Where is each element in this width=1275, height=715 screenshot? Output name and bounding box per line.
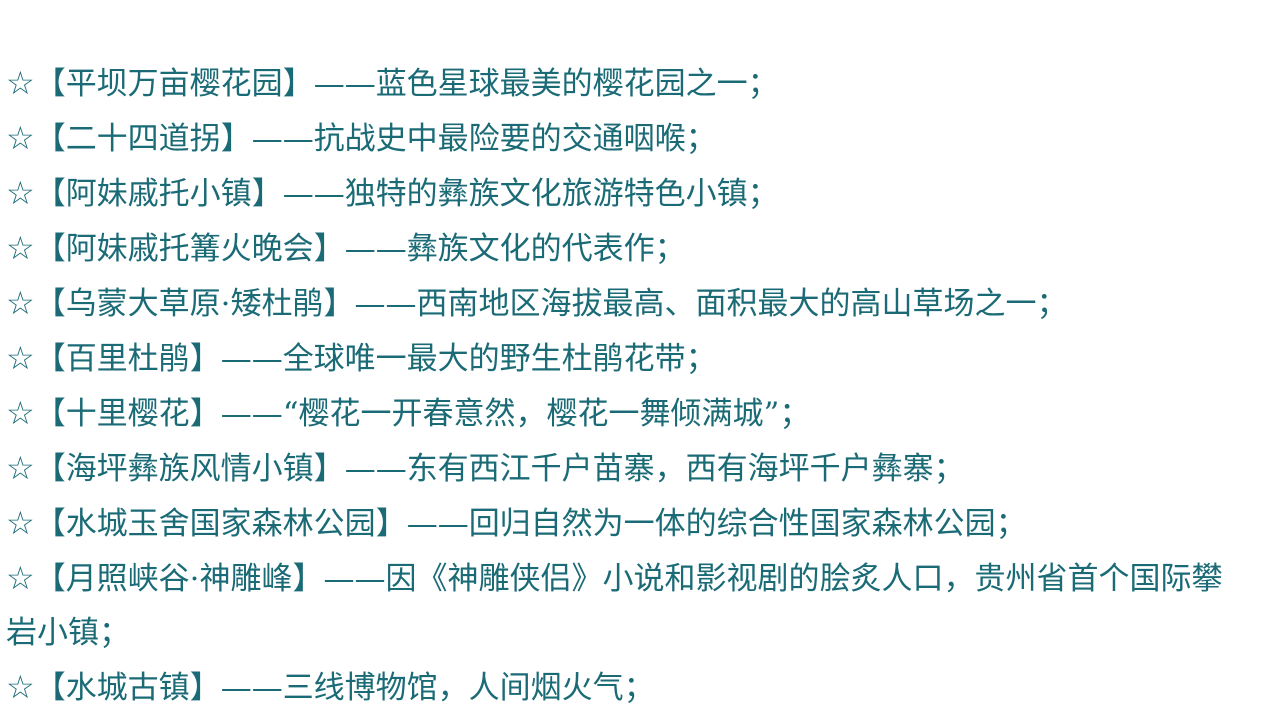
attraction-description: ——独特的彝族文化旅游特色小镇； [282,176,779,212]
attraction-name: 海坪彝族风情小镇 [65,451,314,487]
attraction-description: ——因《神雕侠侣》小说和影视剧的脍炙人口，贵州省首个国际攀岩小镇； [6,561,1223,651]
attraction-description: ——三线博物馆，人间烟火气； [220,670,655,706]
open-bracket: 【 [34,396,66,432]
star-outline-icon: ☆ [6,64,35,102]
attraction-name: 平坝万亩樱花园 [65,66,283,102]
open-bracket: 【 [34,341,66,377]
attraction-name: 阿妹戚托篝火晚会 [65,231,314,267]
star-outline-icon: ☆ [6,449,35,487]
attraction-description: ——蓝色星球最美的樱花园之一； [313,66,779,102]
open-bracket: 【 [34,231,66,267]
attraction-name: 月照峡谷·神雕峰 [65,561,293,597]
attraction-name: 二十四道拐 [65,121,221,157]
attraction-description: ——回归自然为一体的综合性国家森林公园； [406,506,1027,542]
list-item: ☆【水城古镇】——三线博物馆，人间烟火气； [6,660,1246,715]
attraction-name: 水城古镇 [65,670,190,706]
attraction-name: 水城玉舍国家森林公园 [65,506,376,542]
open-bracket: 【 [34,121,66,157]
attraction-description: ——西南地区海拔最高、面积最大的高山草场之一； [354,286,1068,322]
list-item: ☆【阿妹戚托篝火晚会】——彝族文化的代表作； [6,221,1246,276]
list-item: ☆【海坪彝族风情小镇】——东有西江千户苗寨，西有海坪千户彝寨； [6,441,1246,496]
attraction-list: ☆【平坝万亩樱花园】——蓝色星球最美的樱花园之一； ☆【二十四道拐】——抗战史中… [6,56,1246,715]
close-bracket: 】 [189,396,221,432]
list-item: ☆【平坝万亩樱花园】——蓝色星球最美的樱花园之一； [6,56,1246,111]
open-bracket: 【 [34,286,66,322]
star-outline-icon: ☆ [6,559,35,597]
open-bracket: 【 [34,670,66,706]
close-bracket: 】 [323,286,355,322]
open-bracket: 【 [34,451,66,487]
close-bracket: 】 [251,176,283,212]
open-bracket: 【 [34,176,66,212]
list-item: ☆【月照峡谷·神雕峰】——因《神雕侠侣》小说和影视剧的脍炙人口，贵州省首个国际攀… [6,551,1246,660]
attraction-name: 十里樱花 [65,396,190,432]
star-outline-icon: ☆ [6,119,35,157]
attraction-description: ——东有西江千户苗寨，西有海坪千户彝寨； [344,451,965,487]
list-item: ☆【乌蒙大草原·矮杜鹃】——西南地区海拔最高、面积最大的高山草场之一； [6,276,1246,331]
star-outline-icon: ☆ [6,229,35,267]
close-bracket: 】 [292,561,324,597]
close-bracket: 】 [220,121,252,157]
attraction-name: 乌蒙大草原·矮杜鹃 [65,286,324,322]
attraction-description: ——彝族文化的代表作； [344,231,686,267]
star-outline-icon: ☆ [6,284,35,322]
star-outline-icon: ☆ [6,394,35,432]
star-outline-icon: ☆ [6,504,35,542]
close-bracket: 】 [189,341,221,377]
open-bracket: 【 [34,561,66,597]
list-item: ☆【阿妹戚托小镇】——独特的彝族文化旅游特色小镇； [6,166,1246,221]
star-outline-icon: ☆ [6,174,35,212]
star-outline-icon: ☆ [6,668,35,706]
close-bracket: 】 [375,506,407,542]
close-bracket: 】 [313,451,345,487]
attraction-name: 百里杜鹃 [65,341,190,377]
list-item: ☆【十里樱花】——“樱花一开春意然，樱花一舞倾满城”； [6,386,1246,441]
attraction-name: 阿妹戚托小镇 [65,176,252,212]
star-outline-icon: ☆ [6,339,35,377]
close-bracket: 】 [282,66,314,102]
open-bracket: 【 [34,66,66,102]
list-item: ☆【百里杜鹃】——全球唯一最大的野生杜鹃花带； [6,331,1246,386]
attraction-description: ——抗战史中最险要的交通咽喉； [251,121,717,157]
close-bracket: 】 [313,231,345,267]
list-item: ☆【水城玉舍国家森林公园】——回归自然为一体的综合性国家森林公园； [6,496,1246,551]
attraction-description: ——全球唯一最大的野生杜鹃花带； [220,341,717,377]
open-bracket: 【 [34,506,66,542]
list-item: ☆【二十四道拐】——抗战史中最险要的交通咽喉； [6,111,1246,166]
close-bracket: 】 [189,670,221,706]
attraction-description: ——“樱花一开春意然，樱花一舞倾满城”； [220,396,811,432]
